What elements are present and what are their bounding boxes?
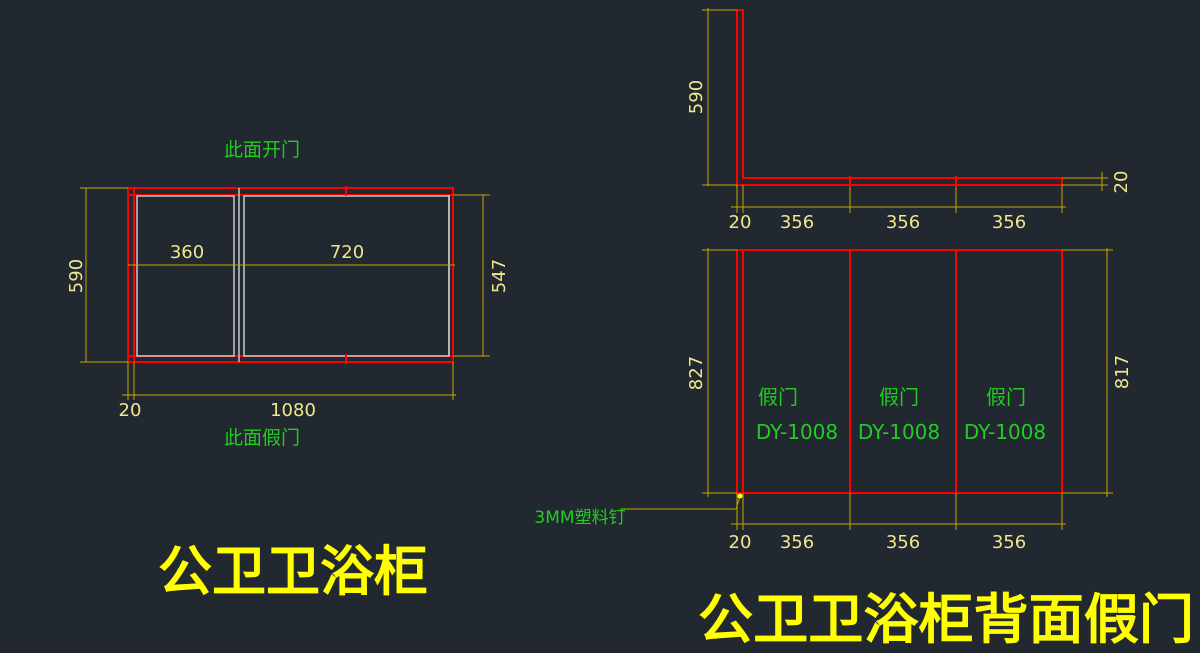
fastener-leader xyxy=(620,495,741,510)
back-view-title: 公卫卫浴柜背面假门 xyxy=(698,588,1194,649)
plan-right-compartment xyxy=(243,195,450,357)
plan-left-compartment xyxy=(136,195,235,357)
dim-left-height xyxy=(702,248,737,497)
dim-plan-height xyxy=(80,187,128,363)
fake-door-label: 假门 xyxy=(986,385,1026,409)
dim-bottom-side-text: 20 xyxy=(729,532,752,553)
dim-bottom-door2-text: 356 xyxy=(886,532,920,553)
fake-door-label: 假门 xyxy=(758,385,798,409)
fake-door-code: DY-1008 xyxy=(756,420,838,444)
dim-plan-inner-height xyxy=(453,194,490,357)
dim-top-door2-text: 356 xyxy=(886,212,920,233)
dim-bottom-row xyxy=(731,493,1066,530)
dim-right-height-text: 817 xyxy=(1112,355,1133,389)
plan-outer-frame xyxy=(127,187,454,363)
plan-view: 590 547 360 720 20 1080 此面开门 此面假门 公卫卫浴柜 xyxy=(66,139,510,603)
dim-top-door1-text: 356 xyxy=(780,212,814,233)
dim-board-thickness xyxy=(1062,172,1108,191)
note-front-door: 此面开门 xyxy=(224,139,300,161)
note-fake-door: 此面假门 xyxy=(224,427,300,449)
dim-plan-right-section-text: 720 xyxy=(330,242,364,263)
back-view: 590 20 20 356 356 356 假门 DY-1008 假门 DY-1… xyxy=(534,8,1194,651)
fake-door-code: DY-1008 xyxy=(858,420,940,444)
dim-plan-left-section-text: 360 xyxy=(170,242,204,263)
side-panel-section xyxy=(736,9,1063,186)
dim-plan-height-text: 590 xyxy=(66,259,87,293)
dim-side-height-text: 590 xyxy=(686,80,707,114)
dim-top-side-text: 20 xyxy=(729,212,752,233)
dim-bottom-door3-text: 356 xyxy=(992,532,1026,553)
dim-side-height xyxy=(702,8,737,186)
dim-right-height xyxy=(1062,248,1113,497)
fastener-marker xyxy=(737,493,743,499)
back-elevation-frame xyxy=(736,249,1063,494)
dim-plan-width xyxy=(122,362,456,400)
dim-top-door3-text: 356 xyxy=(992,212,1026,233)
fake-door-code: DY-1008 xyxy=(964,420,1046,444)
plan-title: 公卫卫浴柜 xyxy=(158,540,428,603)
dim-board-thickness-text: 20 xyxy=(1111,171,1132,194)
dim-top-row xyxy=(731,185,1066,213)
dim-left-height-text: 827 xyxy=(686,356,707,390)
dim-plan-side-text: 20 xyxy=(119,400,142,421)
dim-plan-width-text: 1080 xyxy=(270,400,316,421)
fake-door-label: 假门 xyxy=(879,385,919,409)
dim-plan-inner-height-text: 547 xyxy=(489,259,510,293)
fastener-note: 3MM塑料钉 xyxy=(534,508,625,528)
dim-bottom-door1-text: 356 xyxy=(780,532,814,553)
